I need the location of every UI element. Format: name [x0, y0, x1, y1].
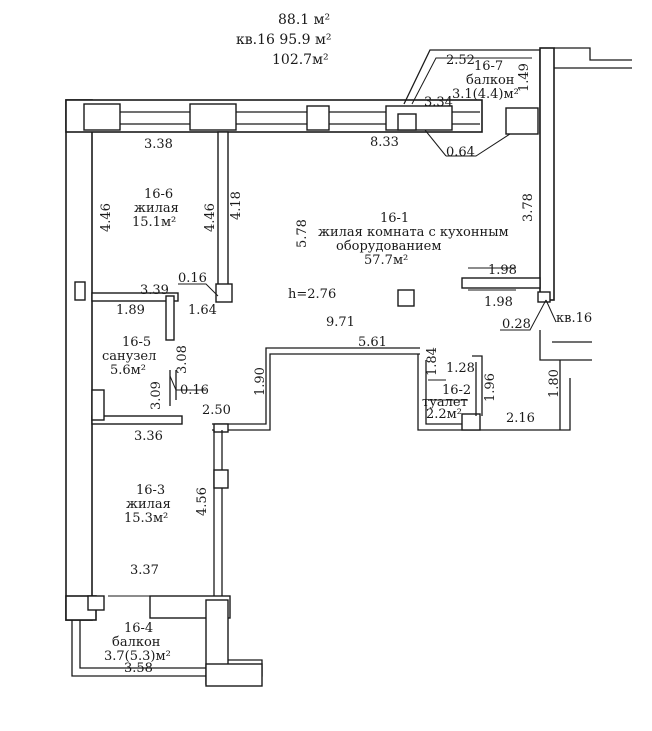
dimension-label: 4.46	[99, 203, 114, 232]
room-id: 16-1	[380, 211, 409, 226]
room-area: 2.2м²	[426, 407, 462, 422]
dimensions: 2.52 3.34 3.38 8.33 0.64 1.98 1.98 0.28 …	[99, 53, 562, 676]
room-16-3-label: 16-3 жилая 15.3м²	[124, 483, 171, 526]
room-name: жилая	[126, 497, 171, 512]
dimension-label: 2.50	[202, 403, 231, 418]
room-id: 16-3	[136, 483, 165, 498]
dimension-label: 1.80	[547, 369, 562, 398]
dimension-label: 3.78	[521, 193, 536, 222]
dimension-label: 4.56	[195, 487, 210, 516]
room-name: туалет	[422, 395, 468, 410]
room-id: 16-7	[474, 59, 503, 74]
total-area: 102.7м²	[272, 52, 329, 68]
room-area: 15.1м²	[132, 215, 176, 230]
room-16-2-label: 16-2 туалет 2.2м²	[422, 383, 471, 422]
room-name: санузел	[102, 349, 156, 364]
room-16-7-label: 16-7 балкон 3.1(4.4)м²	[452, 59, 519, 102]
dimension-label: 2.52	[446, 53, 475, 68]
dimension-label: 1.96	[483, 373, 498, 402]
dimension-label: 1.49	[517, 63, 532, 92]
room-id: 16-6	[144, 187, 173, 202]
dimension-label: 1.90	[253, 367, 268, 396]
dimension-label: 5.61	[358, 335, 387, 350]
room-area: 3.7(5.3)м²	[104, 649, 171, 664]
dimension-label: 3.08	[175, 345, 190, 374]
dimension-label: 4.46	[203, 203, 218, 232]
room-id: 16-2	[442, 383, 471, 398]
dimension-label: 3.34	[424, 95, 453, 110]
dimension-label: 9.71	[326, 315, 355, 330]
dimension-label: 3.36	[134, 429, 163, 444]
walls	[65, 47, 632, 687]
room-area: 5.6м²	[110, 363, 146, 378]
dimension-label: 1.98	[484, 295, 513, 310]
room-name: жилая комната с кухонным	[318, 225, 509, 240]
room-id: 16-5	[122, 335, 151, 350]
dimension-label: 1.98	[488, 263, 517, 278]
room-name-2: оборудованием	[336, 239, 442, 254]
dimension-label: 5.78	[295, 219, 310, 248]
flat-area: кв.16 95.9 м²	[236, 32, 331, 48]
room-area: 15.3м²	[124, 511, 168, 526]
dimension-label: 3.39	[140, 283, 169, 298]
dimension-label: 3.58	[124, 661, 153, 676]
dimension-label: 0.64	[446, 145, 475, 160]
dimension-label: 2.16	[506, 411, 535, 426]
room-area: 57.7м²	[364, 253, 408, 268]
dim-line-0-64	[446, 133, 511, 157]
room-16-5-label: 16-5 санузел 5.6м²	[102, 335, 156, 378]
dimension-label: 1.64	[188, 303, 217, 318]
dimension-label: 8.33	[370, 135, 399, 150]
ceiling-height: h=2.76	[288, 287, 336, 302]
room-id: 16-4	[124, 621, 153, 636]
dimension-label: 1.84	[425, 347, 440, 376]
dim-line-0-28	[500, 299, 547, 331]
room-16-6-label: 16-6 жилая 15.1м²	[132, 187, 179, 230]
dimension-label: 1.28	[446, 361, 475, 376]
room-name: балкон	[466, 73, 514, 88]
dimension-label: 0.16	[180, 383, 209, 398]
living-area: 88.1 м²	[278, 12, 330, 28]
dimension-label: 3.09	[149, 381, 164, 410]
neighbor-flat-label: кв.16	[556, 311, 592, 326]
dimension-label: 3.38	[144, 137, 173, 152]
dimension-label: 3.37	[130, 563, 159, 578]
room-name: балкон	[112, 635, 160, 650]
dimension-label: 4.18	[229, 191, 244, 220]
dimension-label: 0.16	[178, 271, 207, 286]
room-16-1-label: 16-1 жилая комната с кухонным оборудован…	[318, 211, 509, 268]
room-name: жилая	[134, 201, 179, 216]
room-area: 3.1(4.4)м²	[452, 87, 519, 102]
dimension-label: 0.28	[502, 317, 531, 332]
dimension-label: 1.89	[116, 303, 145, 318]
room-16-4-label: 16-4 балкон 3.7(5.3)м²	[104, 621, 171, 664]
